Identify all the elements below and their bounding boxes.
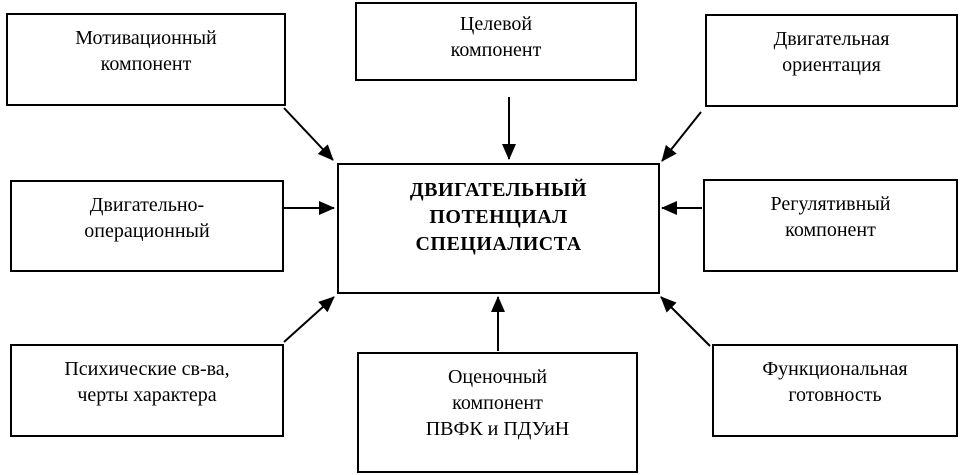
node-motivational-component: Мотивационный компонент bbox=[6, 13, 286, 106]
node-evaluative-component: Оценочный компонент ПВФК и ПДУиН bbox=[357, 352, 638, 473]
node-motor-orientation: Двигательная ориентация bbox=[705, 14, 958, 107]
node-functional-readiness: Функциональная готовность bbox=[712, 344, 958, 437]
arrow-orientation-to-center bbox=[661, 111, 702, 162]
arrow-psychic-to-center bbox=[283, 296, 335, 343]
node-regulatory-component: Регулятивный компонент bbox=[703, 179, 958, 272]
node-motor-operational: Двигательно- операционный bbox=[10, 180, 284, 272]
arrow-functional-to-center bbox=[660, 296, 711, 347]
node-psychic-properties: Психические св-ва, черты характера bbox=[10, 344, 284, 437]
arrow-motivational-to-center bbox=[283, 107, 334, 161]
node-motor-potential-center: ДВИГАТЕЛЬНЫЙ ПОТЕНЦИАЛ СПЕЦИАЛИСТА bbox=[337, 163, 660, 294]
node-target-component: Целевой компонент bbox=[355, 2, 637, 81]
